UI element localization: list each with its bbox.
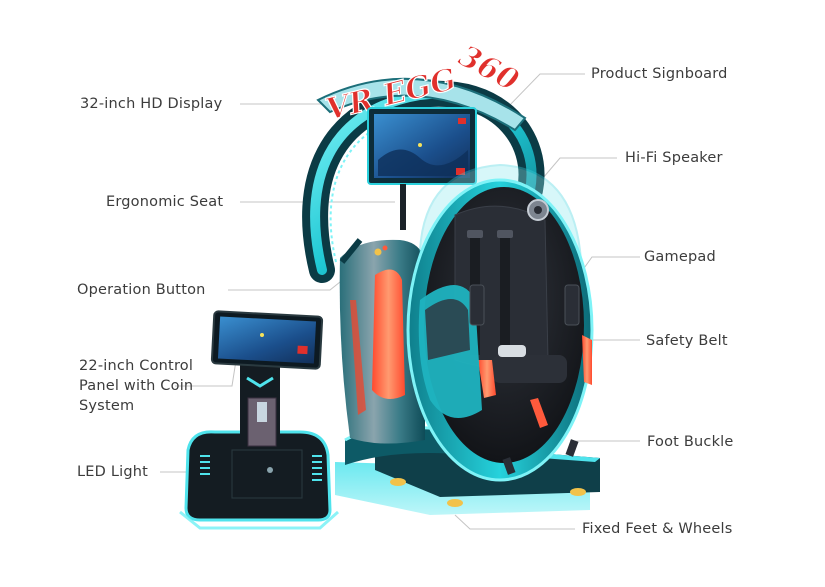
operation-button [374,248,382,256]
callout-gamepad: Gamepad [644,249,716,265]
main-pillar [339,238,425,444]
callout-fixed-feet-wheels: Fixed Feet & Wheels [582,521,733,537]
callout-ergonomic-seat: Ergonomic Seat [106,194,224,210]
gamepad-right [564,284,580,326]
callout-display: 32-inch HD Display [80,96,223,112]
egg-cockpit [406,163,594,482]
callout-led-light: LED Light [77,464,149,480]
callout-product-signboard: Product Signboard [591,66,728,82]
control-panel-kiosk [179,310,339,530]
callout-hifi-speaker: Hi-Fi Speaker [625,150,723,166]
main-display [367,107,477,230]
callout-operation-button: Operation Button [77,282,206,298]
callout-safety-belt: Safety Belt [646,333,728,349]
callout-control-panel: 22-inch Control Panel with Coin System [79,358,194,414]
callout-foot-buckle: Foot Buckle [647,434,734,450]
gamepad-left [469,284,485,326]
